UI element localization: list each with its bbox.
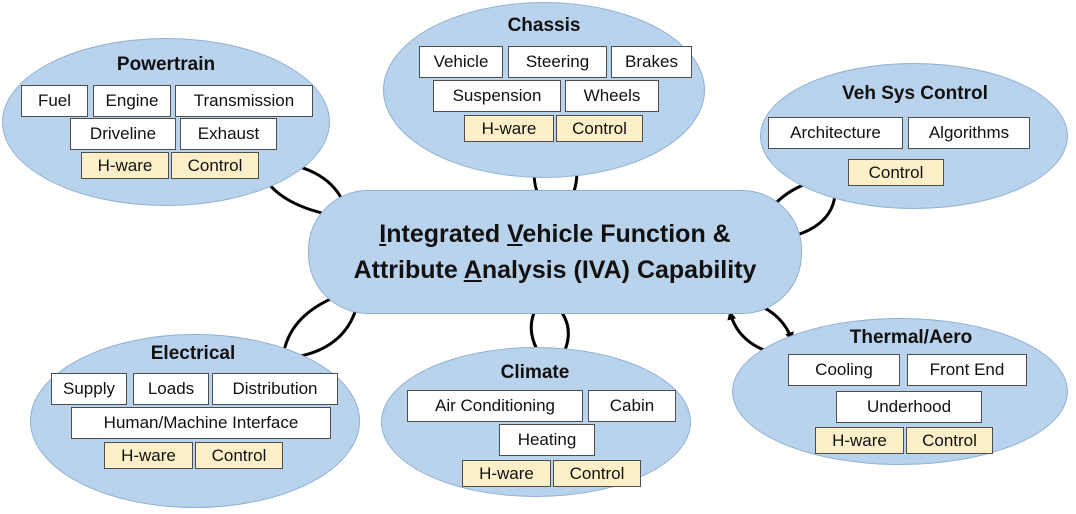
veh-sys-control-title: Veh Sys Control <box>842 83 988 104</box>
climate-air-conditioning-box: Air Conditioning <box>407 390 583 422</box>
climate-heating-box: Heating <box>499 424 595 456</box>
electrical-distribution-box: Distribution <box>212 373 338 405</box>
climate-hware-box: H-ware <box>462 460 551 487</box>
chassis-steering-box: Steering <box>508 46 607 78</box>
thermal-hware-box: H-ware <box>815 427 904 454</box>
iva-title-line1-segment-2: V <box>507 220 523 248</box>
climate-title: Climate <box>500 362 570 383</box>
powertrain-driveline-box: Driveline <box>70 118 176 150</box>
powertrain-hware-box: H-ware <box>81 152 169 179</box>
iva-title-line2-segment-1: A <box>463 256 482 284</box>
veh-sys-control-box: Control <box>848 159 944 186</box>
thermal-cooling-box: Cooling <box>788 354 900 386</box>
chassis-hware-box: H-ware <box>464 115 554 142</box>
chassis-control-box: Control <box>556 115 643 142</box>
thermal-underhood-box: Underhood <box>836 391 982 423</box>
electrical-hware-box: H-ware <box>104 442 193 469</box>
chassis-brakes-box: Brakes <box>611 46 692 78</box>
chassis-vehicle-box: Vehicle <box>419 46 503 78</box>
chassis-title: Chassis <box>507 15 581 36</box>
powertrain-exhaust-box: Exhaust <box>180 118 277 150</box>
arrow-iva-to-electrical <box>285 310 357 362</box>
iva-capability-node: Integrated Vehicle Function & Attribute … <box>308 190 802 314</box>
veh-sys-architecture-box: Architecture <box>768 117 903 149</box>
electrical-control-box: Control <box>195 442 283 469</box>
thermal-aero-title: Thermal/Aero <box>849 327 973 348</box>
powertrain-fuel-box: Fuel <box>21 85 88 117</box>
iva-title-line-2: Attribute Analysis (IVA) Capability <box>354 252 757 288</box>
chassis-suspension-box: Suspension <box>433 80 561 112</box>
electrical-loads-box: Loads <box>133 373 209 405</box>
iva-title-line1-segment-0: I <box>379 220 387 248</box>
electrical-supply-box: Supply <box>51 373 127 405</box>
iva-title-line2-segment-0: Attribute <box>353 256 464 284</box>
powertrain-transmission-box: Transmission <box>175 85 313 117</box>
electrical-hmi-box: Human/Machine Interface <box>71 407 331 439</box>
iva-title-line1-segment-1: ntegrated <box>386 220 508 248</box>
iva-title-line1-segment-3: ehicle Function & <box>522 220 731 248</box>
thermal-control-box: Control <box>906 427 993 454</box>
iva-title-line2-segment-2: nalysis (IVA) Capability <box>481 256 757 284</box>
veh-sys-algorithms-box: Algorithms <box>908 117 1030 149</box>
thermal-front-end-box: Front End <box>907 354 1027 386</box>
electrical-title: Electrical <box>150 343 236 364</box>
iva-title-line-1: Integrated Vehicle Function & <box>379 216 730 252</box>
powertrain-title: Powertrain <box>116 54 216 75</box>
climate-cabin-box: Cabin <box>588 390 676 422</box>
climate-control-box: Control <box>553 460 641 487</box>
powertrain-engine-box: Engine <box>93 85 171 117</box>
powertrain-control-box: Control <box>171 152 259 179</box>
chassis-wheels-box: Wheels <box>565 80 659 112</box>
